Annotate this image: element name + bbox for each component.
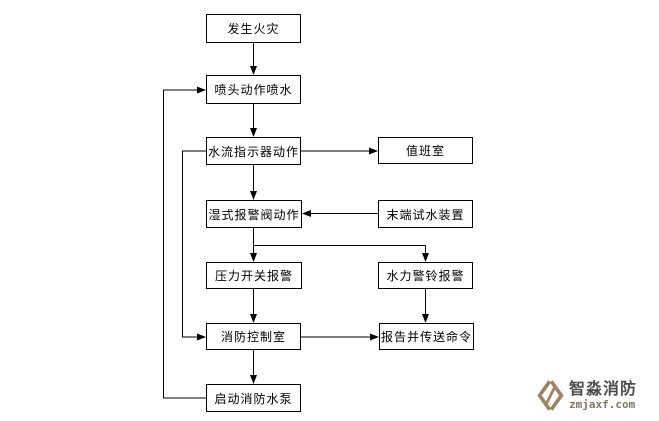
site-logo: 智淼消防 zmjaxf.com [536, 379, 637, 412]
flowchart-node-sprinkler-sprays: 喷头动作喷水 [206, 75, 301, 104]
logo-text: 智淼消防 zmjaxf.com [569, 379, 638, 411]
flowchart-node-flow-indicator: 水流指示器动作 [206, 137, 301, 165]
flowchart-node-fire-occurs: 发生火灾 [206, 14, 301, 43]
logo-diamond-icon [537, 380, 564, 411]
flowchart-node-report-command: 报告并传送命令 [379, 323, 474, 350]
flowchart-node-pressure-switch: 压力开关报警 [206, 262, 302, 289]
edge-indicator-loop-to-controlroom [182, 150, 206, 341]
logo-name: 智淼消防 [569, 379, 638, 398]
edge-wetvalve-branch-trunk [253, 228, 426, 246]
flowchart-node-wet-alarm-valve: 湿式报警阀动作 [206, 200, 302, 228]
flowchart-node-start-fire-pump: 启动消防水泵 [206, 384, 301, 412]
flowchart-node-duty-room: 值班室 [378, 137, 473, 164]
logo-domain: zmjaxf.com [569, 398, 636, 411]
flowchart-node-hydraulic-bell: 水力警铃报警 [378, 262, 473, 289]
flowchart-node-end-test-device: 末端试水装置 [378, 200, 473, 228]
flowchart-node-fire-control-room: 消防控制室 [206, 323, 301, 350]
edge-pump-loop-to-sprinkler [163, 86, 206, 399]
